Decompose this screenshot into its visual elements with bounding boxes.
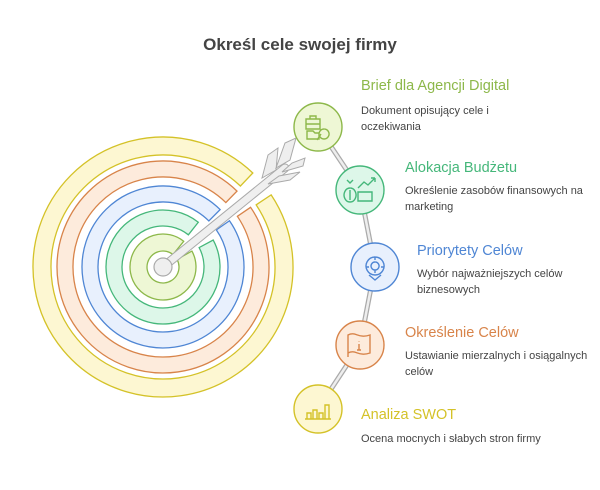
target-pin-icon bbox=[365, 256, 385, 281]
step-circle bbox=[335, 320, 385, 370]
step-circle bbox=[350, 242, 400, 292]
step-title: Alokacja Budżetu bbox=[405, 160, 518, 176]
target-ring bbox=[81, 185, 245, 349]
step-description: Ocena mocnych i słabych stron firmy bbox=[361, 433, 541, 445]
arrow-shaft-inner bbox=[159, 164, 289, 271]
step-description: Ustawianie mierzalnych i osiągalnych cel… bbox=[405, 350, 588, 378]
target-ring bbox=[56, 160, 270, 374]
step-circle bbox=[335, 165, 385, 215]
target-ring bbox=[105, 209, 221, 325]
step-description: Dokument opisujący cele i oczekiwania bbox=[361, 105, 489, 133]
target-ring bbox=[32, 136, 294, 398]
money-growth-icon bbox=[343, 177, 376, 203]
step-title: Analiza SWOT bbox=[361, 407, 457, 423]
step-title: Określenie Celów bbox=[405, 325, 519, 341]
target-ring bbox=[129, 233, 197, 301]
step-title: Brief dla Agencji Digital bbox=[361, 78, 510, 94]
step-description: Wybór najważniejszych celów biznesowych bbox=[417, 268, 563, 296]
info-flag-icon bbox=[347, 333, 371, 357]
step-circle bbox=[293, 102, 343, 152]
step-description: Określenie zasobów finansowych na market… bbox=[405, 185, 583, 213]
arrow-tip bbox=[153, 257, 173, 277]
briefcase-search-icon bbox=[305, 115, 330, 141]
step-title: Priorytety Celów bbox=[417, 243, 523, 259]
step-circle bbox=[293, 384, 343, 434]
diagram-title: Określ cele swojej firmy bbox=[203, 35, 397, 54]
bar-chart-icon bbox=[305, 404, 331, 420]
